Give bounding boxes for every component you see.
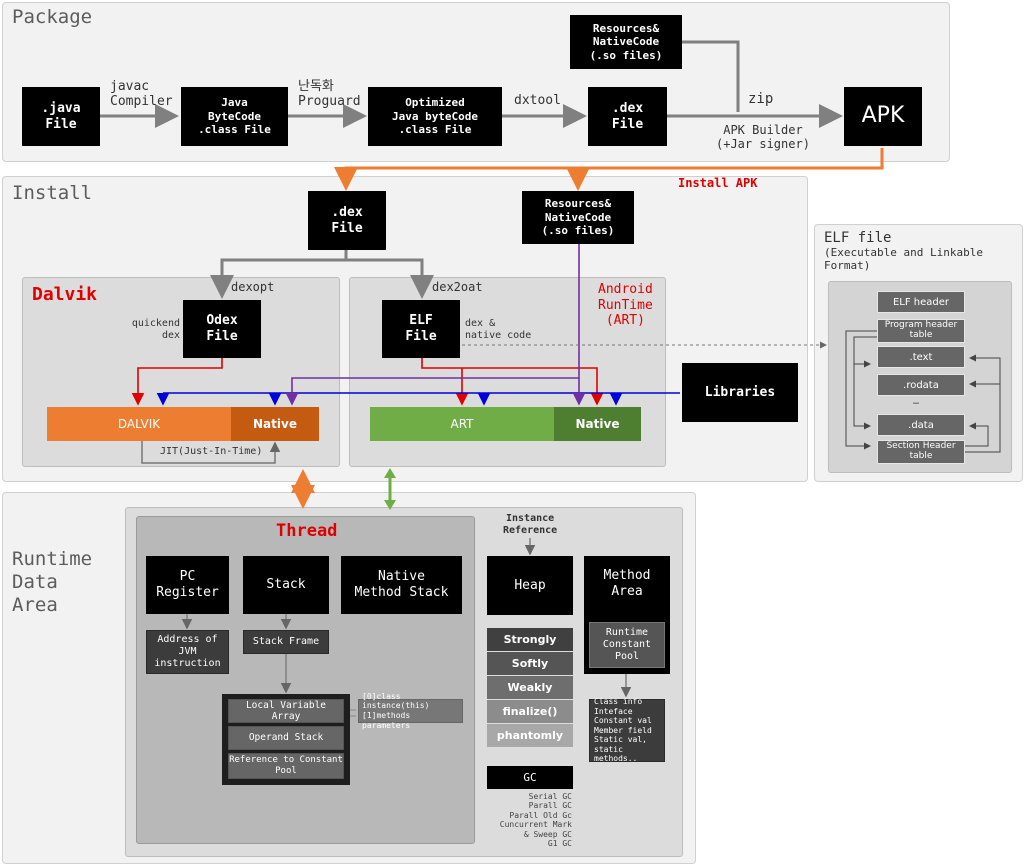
art-runtime-bar: ART <box>370 407 554 441</box>
ref-weakly: Weakly <box>487 676 573 699</box>
javac-label: javac Compiler <box>110 79 173 109</box>
bytecode-box: Java ByteCode .class File <box>181 87 288 146</box>
art-native-bar: Native <box>554 407 641 441</box>
ref-finalize: finalize() <box>487 700 573 723</box>
install-title: Install <box>12 182 93 204</box>
class-info-box: Class info Inteface Constant val Member … <box>589 697 665 763</box>
local-variable-note: [0]class instance(this) [1]methods param… <box>358 692 463 730</box>
dxtool-label: dxtool <box>514 93 561 108</box>
local-variable-array: Local Variable Array <box>228 699 344 723</box>
gc-list: Serial GC Parall GC Parall Old Gc Cuncur… <box>499 792 572 849</box>
address-box: Address of JVM instruction <box>146 630 229 674</box>
ref-softly: Softly <box>487 652 573 675</box>
dalvik-native-bar: Native <box>231 407 319 441</box>
elf-row-ellipsis: … <box>913 396 920 407</box>
ref-phantomly: phantomly <box>487 724 573 747</box>
native-method-stack-box: Native Method Stack <box>341 556 462 614</box>
runtime-title: Runtime Data Area <box>12 548 93 617</box>
elf-row-rodata: .rodata <box>877 374 965 396</box>
proguard-label: 난독화 Proguard <box>298 79 361 109</box>
pc-register-box: PC Register <box>146 556 229 614</box>
zip-label: zip <box>748 91 774 107</box>
dalvik-title: Dalvik <box>32 284 98 305</box>
elf-row-program-header: Program header table <box>877 319 965 343</box>
dex-file-box: .dex File <box>588 87 667 146</box>
ref-strongly: Strongly <box>487 628 573 651</box>
apk-builder-label: APK Builder (+Jar signer) <box>716 123 810 151</box>
operand-stack: Operand Stack <box>228 726 344 750</box>
optimized-box: Optimized Java byteCode .class File <box>368 87 502 146</box>
odex-file-box: Odex File <box>183 300 261 358</box>
gc-box: GC <box>487 766 573 789</box>
elf-row-header: ELF header <box>877 291 965 313</box>
stack-box: Stack <box>243 556 329 614</box>
install-apk-label: Install APK <box>678 176 758 190</box>
resources-box: Resources& NativeCode (.so files) <box>570 15 682 69</box>
apk-box: APK <box>844 87 922 146</box>
elf-description: (Executable and Linkable Format) <box>824 246 983 272</box>
elf-row-text: .text <box>877 346 965 368</box>
dex2oat-label: dex2oat <box>432 280 483 294</box>
elf-row-section-header: Section Header table <box>877 440 965 464</box>
install-resources-box: Resources& NativeCode (.so files) <box>522 191 634 244</box>
elf-row-data: .data <box>877 414 965 436</box>
jit-label: JIT(Just-In-Time) <box>160 446 263 457</box>
install-dex-box: .dex File <box>308 191 386 250</box>
stack-frame-box: Stack Frame <box>243 630 329 654</box>
art-title: Android RunTime (ART) <box>598 282 653 329</box>
java-file-box: .java File <box>22 87 100 146</box>
instance-reference-label: Instance Reference <box>503 513 558 536</box>
package-title: Package <box>12 6 93 28</box>
dalvik-runtime-bar: DALVIK <box>47 407 231 441</box>
dexopt-label: dexopt <box>231 280 275 294</box>
thread-title: Thread <box>276 521 338 541</box>
heap-box: Heap <box>487 556 573 615</box>
reference-constant-pool: Reference to Constant Pool <box>228 753 344 779</box>
runtime-constant-pool: Runtime Constant Pool <box>589 622 665 668</box>
quickend-label: quickend dex <box>131 318 180 341</box>
libraries-box: Libraries <box>682 363 798 422</box>
elf-title: ELF file <box>824 230 892 246</box>
dex-native-label: dex & native code <box>465 318 532 341</box>
elf-file-box: ELF File <box>382 300 460 358</box>
